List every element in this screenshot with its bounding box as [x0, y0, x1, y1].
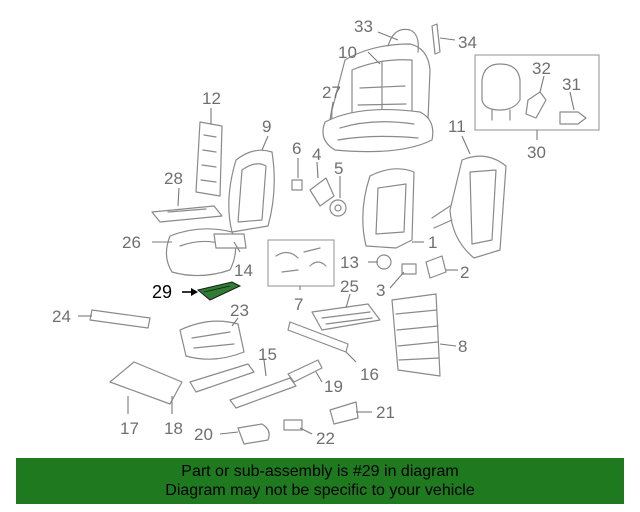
frame-bracket-3: [401, 263, 417, 275]
callout-9: 9: [262, 117, 271, 136]
cover-trim-2: [425, 255, 447, 279]
callout-13: 13: [340, 253, 359, 272]
seat-back-assembly: [322, 28, 434, 153]
recliner-mechanism: [376, 254, 392, 270]
callout-4: 4: [312, 145, 321, 164]
callout-30: 30: [527, 143, 546, 162]
banner-line-disclaimer: Diagram may not be specific to your vehi…: [165, 482, 475, 499]
seat-back-heater-pad: [195, 121, 223, 197]
seat-base-frame: [109, 361, 183, 405]
callout-10: 10: [338, 43, 357, 62]
headrest-part: [481, 63, 521, 121]
callout-32: 32: [532, 59, 551, 78]
headrest-guide-part: [431, 23, 441, 55]
clip-part: [291, 179, 303, 191]
seat-motor: [237, 423, 270, 445]
callout-labels: 33 10 34 27 32 31 30 11 12 9 6 4 5 28 26…: [52, 17, 581, 448]
switch-bezel: [329, 401, 359, 425]
seat-back-cover: [228, 149, 275, 233]
callout-17: 17: [120, 419, 139, 438]
info-banner: Part or sub-assembly is #29 in diagram D…: [16, 458, 624, 504]
seat-parts-diagram: 33 10 34 27 32 31 30 11 12 9 6 4 5 28 26…: [52, 17, 600, 448]
hardware-kit-box: [267, 239, 335, 287]
callout-14: 14: [234, 261, 253, 280]
callout-6: 6: [292, 139, 301, 158]
callout-5: 5: [334, 159, 343, 178]
switch-part: [283, 419, 303, 431]
callout-22: 22: [316, 429, 335, 448]
seat-cushion-heater-pad: [151, 205, 223, 223]
highlighted-part-29: [196, 281, 242, 301]
adjustment-lever: [287, 359, 323, 383]
callout-12: 12: [202, 89, 221, 108]
seat-cushion-pan: [179, 320, 245, 360]
banner-line-part-number: Part or sub-assembly is #29 in diagram: [181, 463, 459, 480]
callout-18: 18: [164, 419, 183, 438]
callout-21: 21: [376, 403, 395, 422]
callout-29-highlighted: 29: [152, 282, 172, 302]
callout-3: 3: [376, 281, 385, 300]
cushion-sensor-pad: [213, 233, 247, 249]
bracket-part: [309, 177, 335, 207]
seat-track-left: [189, 363, 297, 409]
callout-16: 16: [360, 365, 379, 384]
seat-pan-springs: [311, 303, 381, 331]
callout-11: 11: [448, 117, 466, 136]
callout-15: 15: [258, 345, 277, 364]
headrest-release-button: [559, 111, 587, 125]
callout-2: 2: [460, 263, 469, 282]
lumbar-support-panel: [391, 293, 441, 377]
callout-27: 27: [322, 83, 341, 102]
headrest-guide-sleeve: [525, 91, 547, 119]
callout-24: 24: [52, 307, 71, 326]
recliner-knob: [329, 199, 347, 217]
callout-31: 31: [562, 75, 581, 94]
callout-20: 20: [194, 425, 213, 444]
callout-19: 19: [324, 377, 343, 396]
leader-lines: [78, 31, 575, 435]
callout-7: 7: [294, 295, 303, 314]
callout-33: 33: [354, 17, 373, 36]
callout-1: 1: [428, 233, 437, 252]
callout-28: 28: [164, 169, 183, 188]
hardware-kit-parts: [275, 247, 327, 273]
seat-back-frame: [362, 168, 415, 249]
callout-34: 34: [458, 33, 477, 52]
callout-8: 8: [458, 337, 467, 356]
callout-26: 26: [122, 233, 141, 252]
callout-23: 23: [230, 301, 249, 320]
seat-back-frame-rear: [431, 155, 507, 259]
seat-rail-left: [89, 309, 151, 329]
callout-25: 25: [340, 277, 359, 296]
